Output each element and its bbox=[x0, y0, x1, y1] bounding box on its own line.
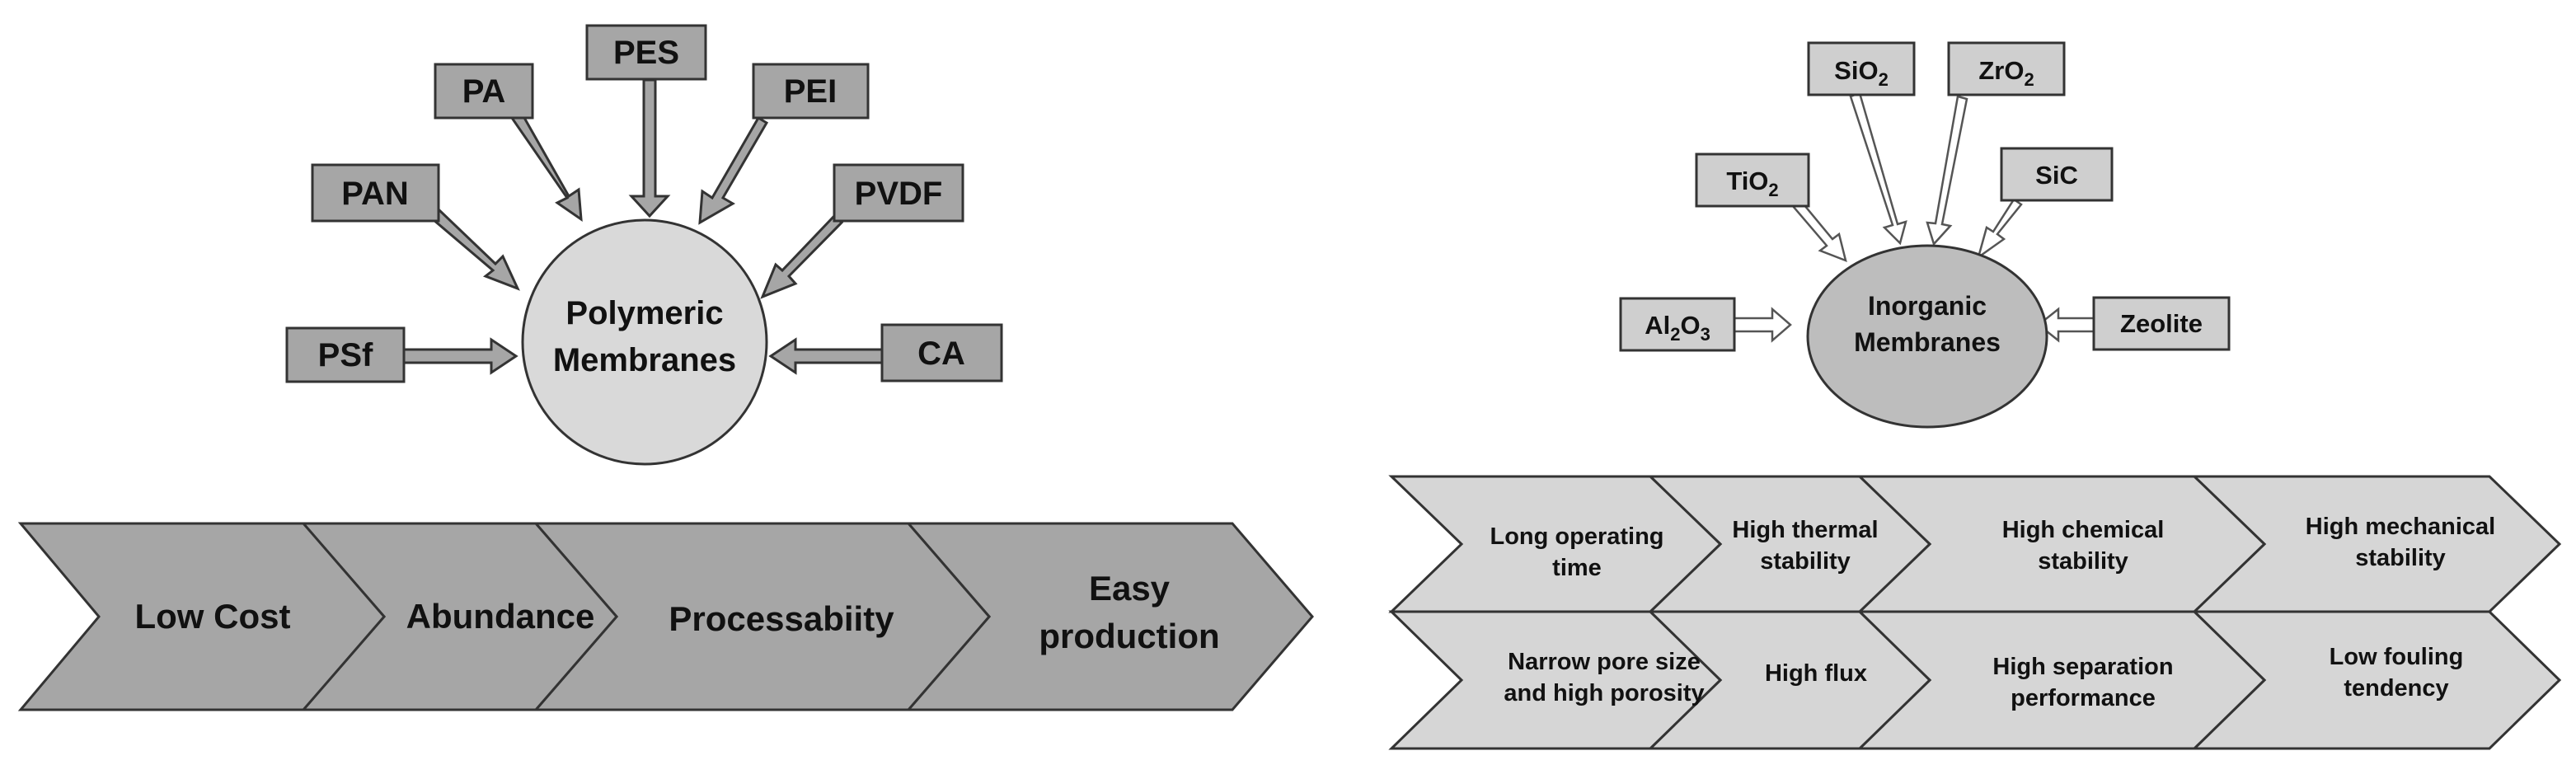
material-label-sio2: SiO2 bbox=[1834, 56, 1889, 90]
material-box-al2o3: Al2O3 bbox=[1619, 297, 1736, 352]
material-label-ca: CA bbox=[917, 336, 965, 372]
material-label-psf: PSf bbox=[318, 337, 373, 373]
arrow-pei bbox=[698, 115, 769, 225]
inorganic-center-line2: Membranes bbox=[1854, 327, 2001, 357]
inorganic-section: Inorganic Membranes SiO2 ZrO2 TiO2 SiC A… bbox=[1388, 41, 2562, 750]
material-box-ca: CA bbox=[880, 323, 1003, 382]
material-box-tio2: TiO2 bbox=[1695, 153, 1810, 208]
arrow-ca bbox=[768, 337, 884, 375]
adv-row1-3-line1: High mechanical bbox=[2306, 514, 2495, 540]
adv-row2-2-line2: performance bbox=[2011, 685, 2156, 711]
material-label-pvdf: PVDF bbox=[855, 176, 943, 212]
material-label-pa: PA bbox=[462, 73, 506, 110]
adv-row2-2-line1: High separation bbox=[1992, 654, 2173, 680]
adv-label-processability: Processabiity bbox=[669, 599, 894, 638]
material-label-sic: SiC bbox=[2035, 161, 2078, 190]
material-box-pvdf: PVDF bbox=[833, 163, 964, 223]
arrow-sio2 bbox=[1849, 92, 1907, 246]
adv-row2-0-line2: and high porosity bbox=[1504, 680, 1704, 706]
material-label-pes: PES bbox=[613, 35, 679, 71]
adv-row2-3-line1: Low fouling bbox=[2330, 644, 2464, 670]
polymeric-section: Polymeric Membranes PES PA PEI PAN PVDF … bbox=[285, 24, 1003, 466]
arrow-tio2 bbox=[1791, 199, 1847, 263]
material-label-tio2: TiO2 bbox=[1726, 167, 1778, 200]
adv-row1-0-line2: time bbox=[1552, 555, 1602, 581]
arrow-pan bbox=[430, 208, 520, 291]
adv-label-production: production bbox=[1039, 617, 1219, 655]
material-box-pan: PAN bbox=[311, 163, 440, 223]
inorganic-arrows bbox=[1733, 92, 2095, 343]
material-label-zeolite: Zeolite bbox=[2120, 309, 2203, 338]
material-label-pei: PEI bbox=[784, 73, 837, 110]
adv-label-low-cost: Low Cost bbox=[135, 597, 291, 636]
polymeric-chevron-band: Low Cost Abundance Processabiity Easy pr… bbox=[17, 522, 1314, 711]
adv-row1-1-line1: High thermal bbox=[1732, 517, 1878, 543]
material-box-pa: PA bbox=[434, 63, 534, 120]
arrow-al2o3 bbox=[1733, 307, 1792, 343]
arrow-pes bbox=[628, 78, 671, 218]
material-label-pan: PAN bbox=[341, 176, 408, 212]
material-box-zeolite: Zeolite bbox=[2092, 296, 2231, 351]
adv-row2-0-line1: Narrow pore size bbox=[1508, 649, 1701, 675]
polymeric-arrows bbox=[402, 78, 884, 375]
arrow-zro2 bbox=[1926, 95, 1968, 246]
adv-row1-2-line2: stability bbox=[2038, 548, 2128, 575]
polymeric-center-line2: Membranes bbox=[553, 342, 736, 378]
arrow-psf bbox=[402, 337, 518, 375]
material-box-pes: PES bbox=[585, 24, 707, 81]
inorganic-center-ellipse bbox=[1806, 244, 2048, 429]
inorganic-chevron-row-2: Narrow pore size and high porosity High … bbox=[1388, 610, 2562, 750]
material-box-psf: PSf bbox=[285, 326, 406, 383]
adv-label-abundance: Abundance bbox=[406, 597, 595, 636]
material-label-zro2: ZrO2 bbox=[1978, 56, 2034, 90]
material-box-zro2: ZrO2 bbox=[1947, 41, 2066, 96]
adv-row1-2-line1: High chemical bbox=[2002, 517, 2165, 543]
polymeric-center-circle bbox=[521, 218, 768, 466]
material-box-sio2: SiO2 bbox=[1807, 41, 1916, 96]
adv-row1-0-line1: Long operating bbox=[1490, 523, 1663, 550]
arrow-sic bbox=[1976, 198, 2023, 260]
inorganic-chevron-row-1: Long operating time High thermal stabili… bbox=[1388, 475, 2562, 613]
adv-row1-1-line2: stability bbox=[1760, 548, 1851, 575]
material-box-pei: PEI bbox=[752, 63, 870, 120]
material-box-sic: SiC bbox=[2000, 147, 2114, 202]
material-label-al2o3: Al2O3 bbox=[1645, 311, 1710, 345]
polymeric-center-line1: Polymeric bbox=[565, 295, 723, 331]
adv-row2-3-line2: tendency bbox=[2344, 675, 2448, 702]
adv-row1-3-line2: stability bbox=[2355, 545, 2446, 571]
arrow-pa bbox=[510, 108, 583, 223]
adv-row2-1-line1: High flux bbox=[1765, 660, 1867, 687]
chevron-low-cost bbox=[17, 522, 386, 711]
chevron-narrow-pore bbox=[1388, 610, 1723, 750]
arrow-zeolite bbox=[2036, 307, 2095, 343]
inorganic-center-line1: Inorganic bbox=[1868, 291, 1987, 321]
adv-label-easy: Easy bbox=[1089, 569, 1171, 608]
arrow-pvdf bbox=[760, 214, 844, 299]
